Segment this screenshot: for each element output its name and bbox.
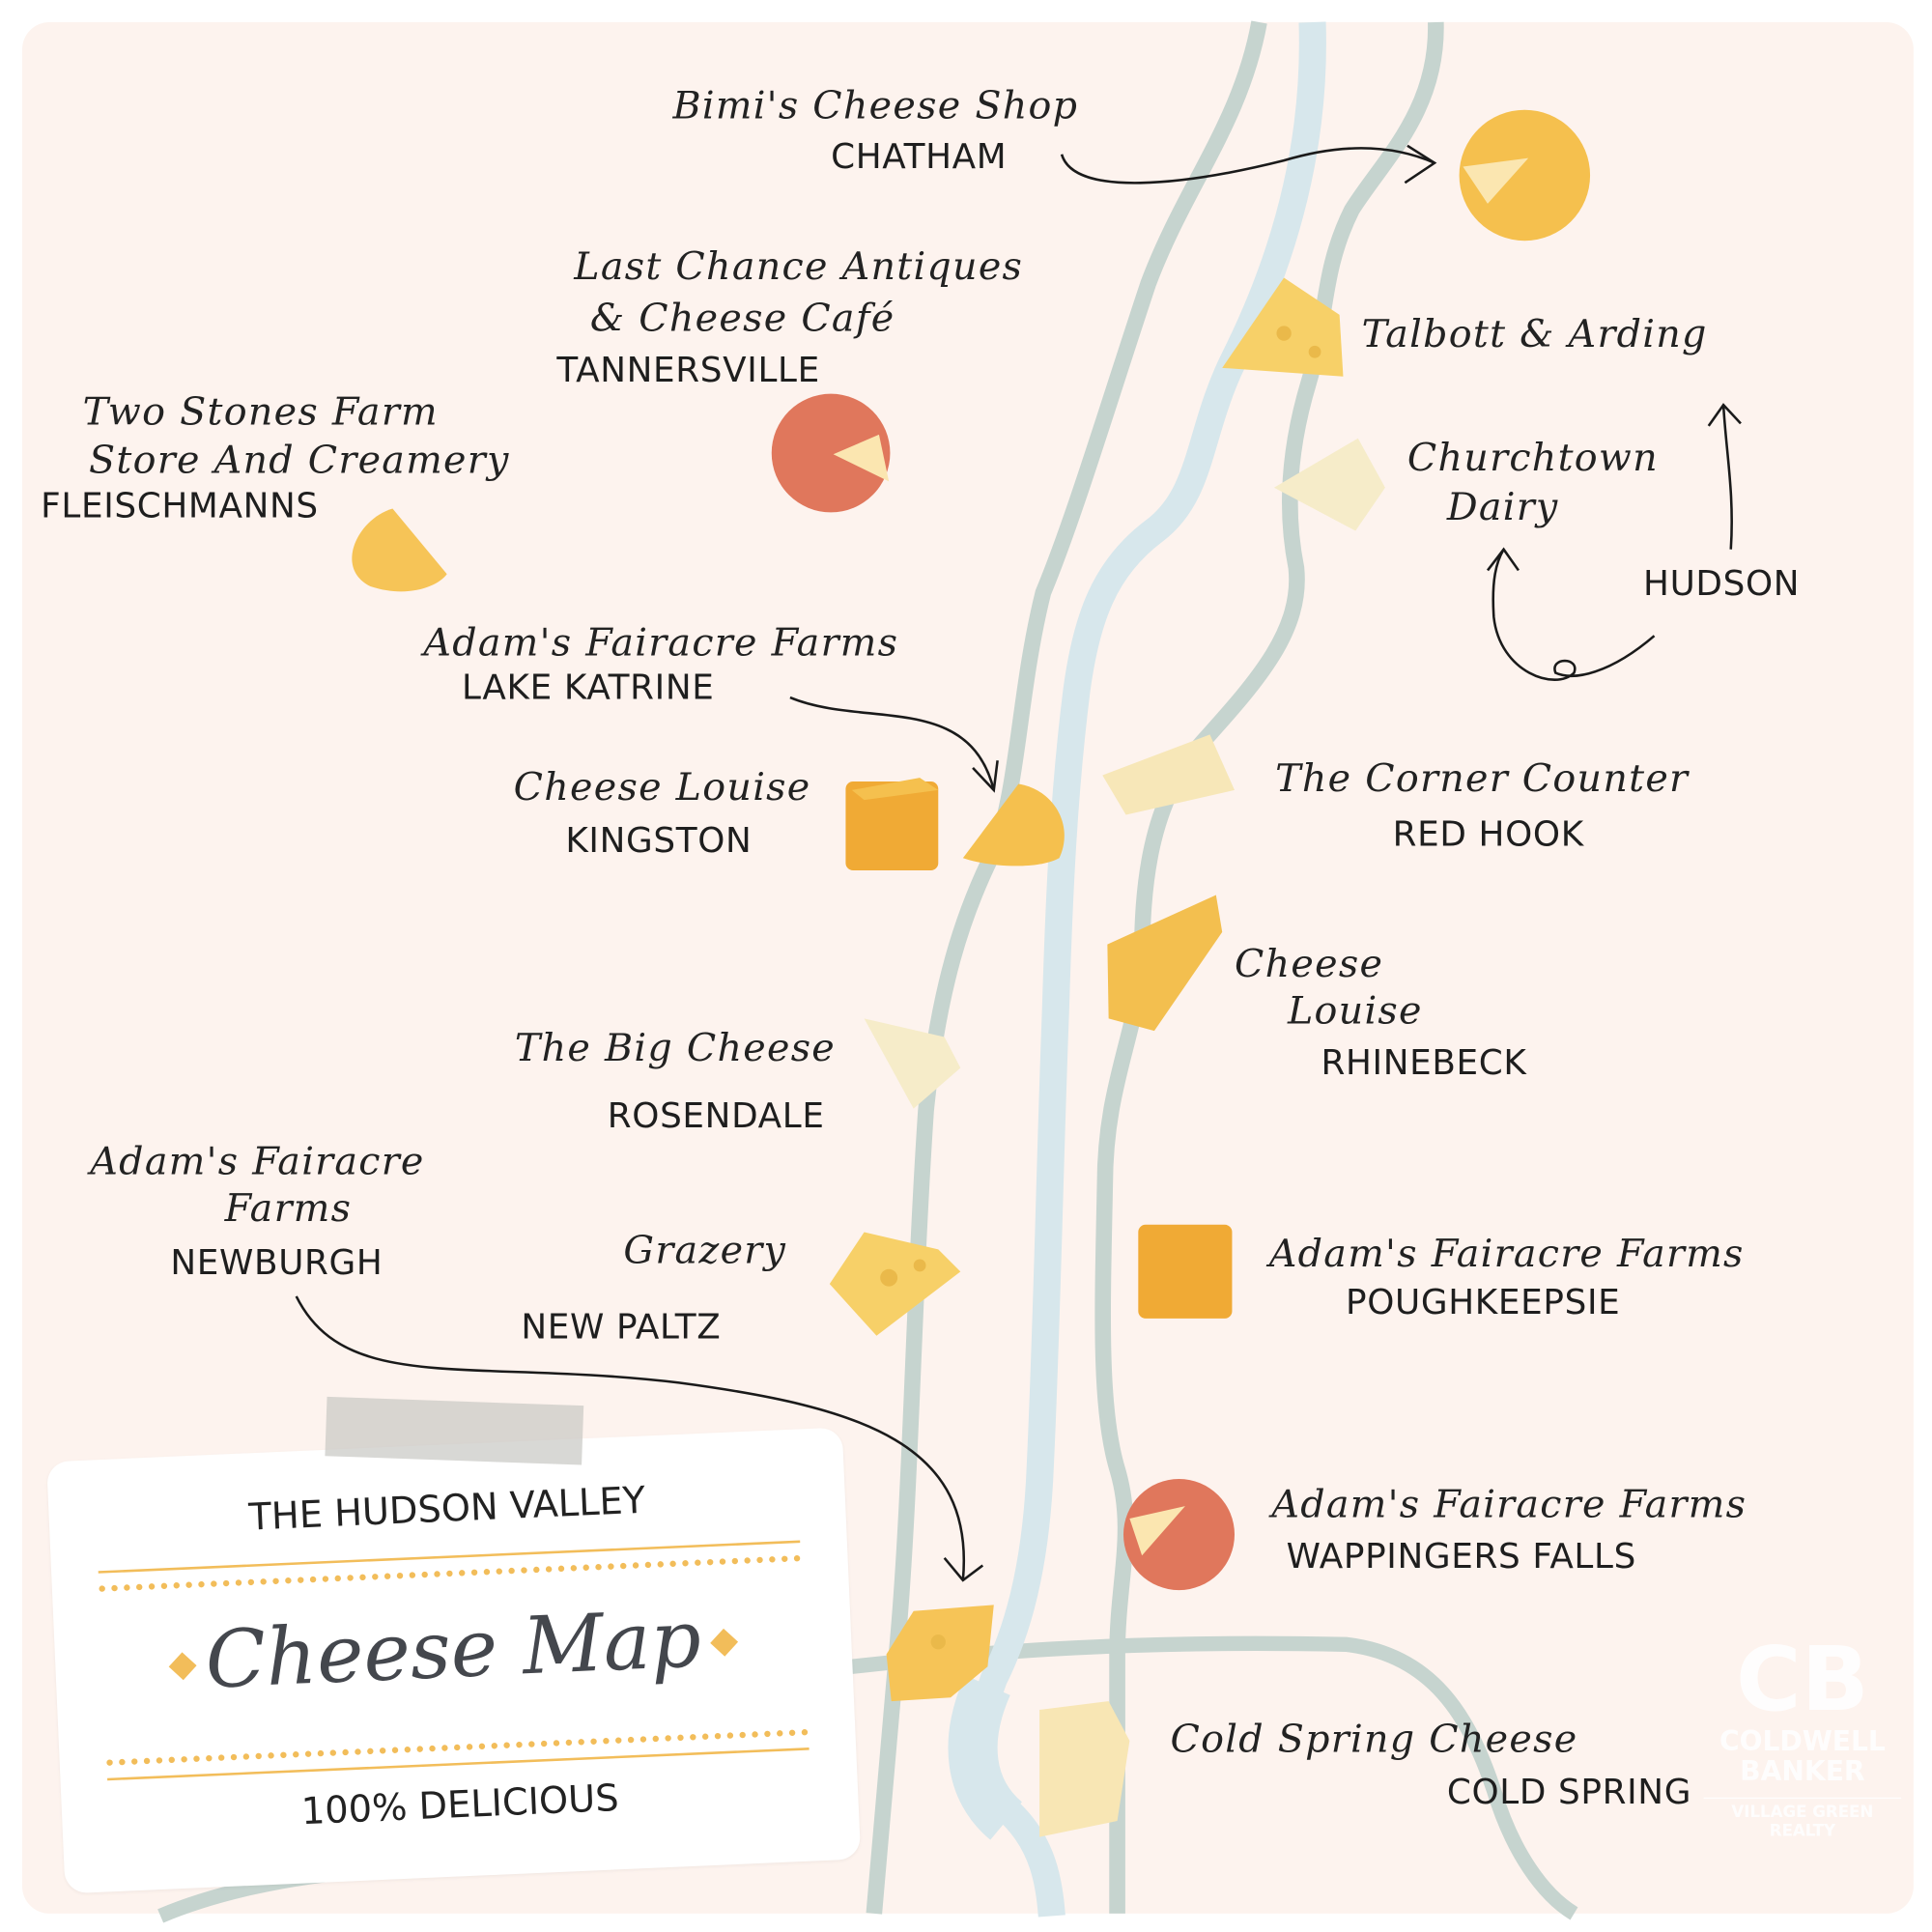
- title-main: Cheese Map: [203, 1594, 703, 1708]
- dotted-divider: [99, 1554, 802, 1592]
- logo-brand: COLDWELL BANKER: [1719, 1726, 1886, 1788]
- location-name: & Cheese Café: [589, 296, 895, 341]
- location-town: HUDSON: [1643, 562, 1801, 604]
- location-town: TANNERSVILLE: [556, 349, 820, 390]
- location-town: NEWBURGH: [170, 1241, 384, 1283]
- arrowhead: [1707, 403, 1742, 427]
- red-wax-wheel-icon: [1122, 1479, 1235, 1591]
- title-card: THE HUDSON VALLEY Cheese Map 100% DELICI…: [46, 1427, 862, 1894]
- location-town: NEW PALTZ: [521, 1306, 722, 1348]
- cheese-wheel-icon: [1459, 109, 1591, 242]
- divider: [98, 1540, 801, 1574]
- title-top: THE HUDSON VALLEY: [247, 1479, 647, 1540]
- location-town: CHATHAM: [831, 135, 1008, 177]
- parmesan-icon: [1107, 895, 1223, 1032]
- location-name: Dairy: [1446, 485, 1559, 530]
- location-name: Adam's Fairacre Farms: [423, 620, 899, 666]
- cheese-cube-icon: [845, 778, 939, 870]
- location-name: Cold Spring Cheese: [1170, 1717, 1578, 1762]
- location-name: The Corner Counter: [1275, 756, 1690, 802]
- location-town: COLD SPRING: [1446, 1771, 1692, 1813]
- location-name: Talbott & Arding: [1361, 312, 1708, 357]
- arrow-lake-katrine: [789, 696, 996, 791]
- cheese-block-icon: [1039, 1701, 1130, 1837]
- location-town: FLEISCHMANNS: [41, 485, 319, 526]
- arrowhead: [972, 760, 999, 793]
- location-name: Grazery: [623, 1228, 787, 1273]
- blue-wedge-icon: [864, 1018, 961, 1109]
- red-wax-wheel-icon: [771, 393, 891, 513]
- arrow-hudson-talbott: [1721, 405, 1733, 550]
- location-town: KINGSTON: [565, 819, 753, 861]
- tape: [325, 1396, 584, 1465]
- arrowhead: [943, 1557, 984, 1582]
- yellow-wedge-icon: [962, 783, 1065, 867]
- cb-logo-mark: CB: [1736, 1627, 1869, 1731]
- location-town: RED HOOK: [1392, 813, 1584, 855]
- location-name: Bimi's Cheese Shop: [672, 83, 1079, 128]
- half-wheel-icon: [352, 508, 447, 592]
- location-name: Cheese Louise: [513, 765, 811, 810]
- swiss-cheese-icon: [829, 1232, 961, 1336]
- location-name: Louise: [1287, 988, 1423, 1034]
- location-name: The Big Cheese: [514, 1026, 837, 1071]
- swiss-wedge-icon: [1222, 277, 1344, 377]
- crumbly-cheese-icon: [1102, 734, 1235, 815]
- arrow-chatham: [1060, 147, 1435, 185]
- location-name: Store And Creamery: [89, 438, 510, 483]
- arrow-newburgh: [295, 1295, 966, 1580]
- location-town: ROSENDALE: [607, 1094, 825, 1136]
- cheese-cube-icon: [1138, 1224, 1233, 1319]
- blue-cheese-icon: [1273, 438, 1385, 531]
- location-town: RHINEBECK: [1321, 1041, 1527, 1083]
- location-town: LAKE KATRINE: [461, 667, 715, 708]
- arrowhead: [1486, 547, 1520, 572]
- arrowhead: [1404, 144, 1437, 185]
- location-name: Adam's Fairacre: [90, 1139, 425, 1184]
- location-town: WAPPINGERS FALLS: [1286, 1535, 1636, 1577]
- location-name: Churchtown: [1406, 436, 1659, 481]
- location-town: POUGHKEEPSIE: [1346, 1281, 1621, 1322]
- location-name: Two Stones Farm: [82, 389, 439, 435]
- dotted-divider: [106, 1728, 809, 1766]
- location-name: Last Chance Antiques: [574, 244, 1024, 290]
- location-name: Adam's Fairacre Farms: [1271, 1482, 1747, 1527]
- logo-sub: VILLAGE GREEN REALTY: [1703, 1797, 1902, 1840]
- road: [866, 20, 1267, 1915]
- location-name: Cheese: [1235, 942, 1384, 987]
- arrow-hudson-churchtown: [1492, 549, 1656, 681]
- swiss-chunk-icon: [886, 1605, 994, 1702]
- location-name: Farms: [224, 1186, 353, 1232]
- title-bottom: 100% DELICIOUS: [299, 1776, 620, 1834]
- location-name: Adam's Fairacre Farms: [1268, 1232, 1745, 1277]
- coldwell-banker-logo: CB COLDWELL BANKER VILLAGE GREEN REALTY: [1703, 1627, 1902, 1840]
